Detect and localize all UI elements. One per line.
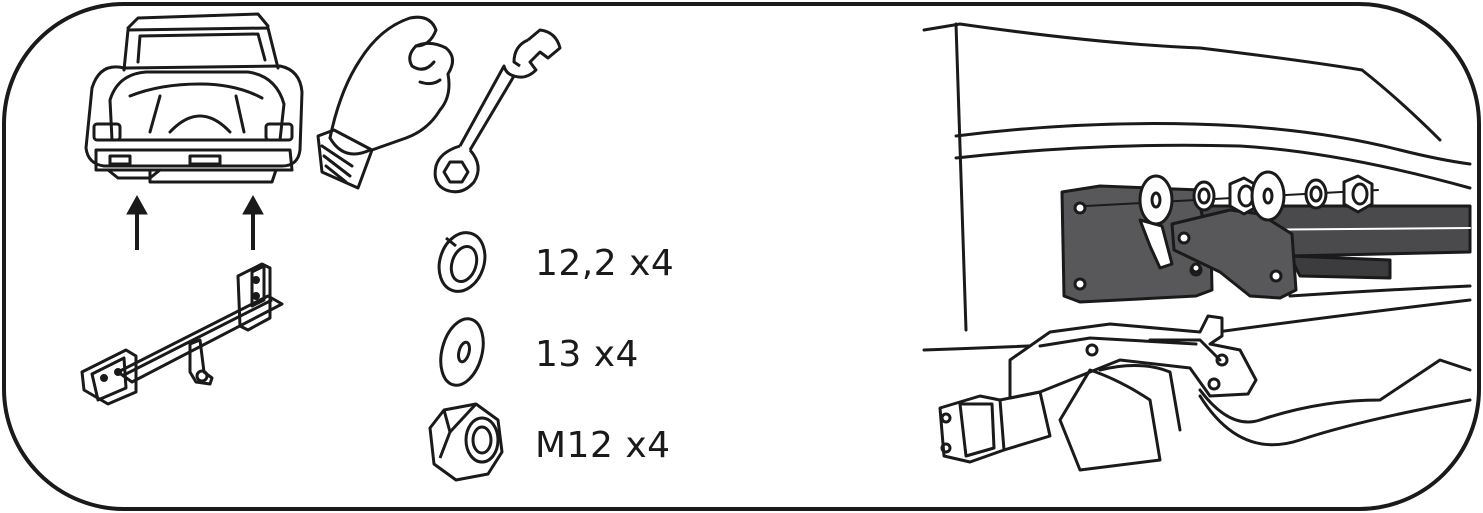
up-arrow-icon [126,194,264,250]
spring-washer-label: 12,2 x4 [535,243,675,284]
spring-washer-icon [437,231,487,293]
flat-washer-icon [439,317,485,387]
car-rear-icon [84,12,304,184]
wrench-icon [433,28,562,194]
hex-nut-icon [428,402,504,482]
mounting-detail-illustration [922,22,1472,472]
hex-nut-label: M12 x4 [535,425,671,466]
tow-bar-icon [80,262,284,406]
flat-washer-label: 13 x4 [535,334,639,375]
hand-glove-icon [316,15,454,190]
mounting-plate [1060,184,1214,304]
